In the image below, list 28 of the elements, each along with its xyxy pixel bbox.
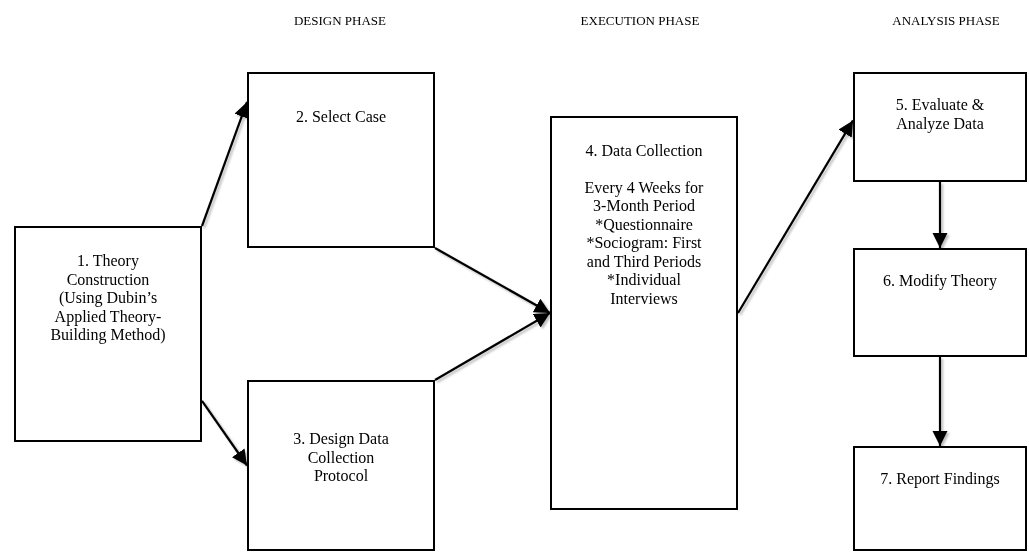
process-box bbox=[247, 380, 435, 551]
phase-heading: DESIGN PHASE bbox=[293, 13, 387, 29]
phase-heading: ANALYSIS PHASE bbox=[892, 13, 1000, 29]
box-text: Every 4 Weeks for 3-Month Period bbox=[583, 178, 705, 216]
arrow bbox=[201, 400, 248, 467]
box-text: *Individual Interviews bbox=[606, 271, 682, 308]
box-text: 6. Modify Theory bbox=[882, 272, 998, 291]
process-box bbox=[14, 226, 202, 442]
arrow bbox=[932, 182, 948, 248]
arrow bbox=[434, 312, 551, 381]
process-box bbox=[247, 72, 435, 248]
arrow bbox=[932, 357, 948, 446]
process-box bbox=[853, 446, 1027, 551]
arrow bbox=[200, 101, 249, 227]
process-box bbox=[550, 116, 738, 510]
process-box bbox=[853, 248, 1027, 357]
phase-heading: EXECUTION PHASE bbox=[580, 13, 700, 29]
box-text: 5. Evaluate & Analyze Data bbox=[894, 96, 986, 133]
box-text: 2. Select Case bbox=[294, 108, 388, 127]
arrow bbox=[434, 247, 551, 314]
process-box bbox=[853, 72, 1027, 182]
box-text: 1. Theory Construction (Using Dubin’s Applied Theory-Building Method) bbox=[49, 252, 167, 345]
box-text: 4. Data Collection bbox=[584, 142, 704, 161]
arrow bbox=[737, 119, 854, 314]
box-text: 3. Design Data Collection Protocol bbox=[292, 430, 390, 486]
box-text: 7. Report Findings bbox=[879, 470, 1001, 489]
box-text: *Sociogram: First and Third Periods bbox=[585, 234, 703, 271]
box-text: *Questionnaire bbox=[594, 215, 694, 234]
